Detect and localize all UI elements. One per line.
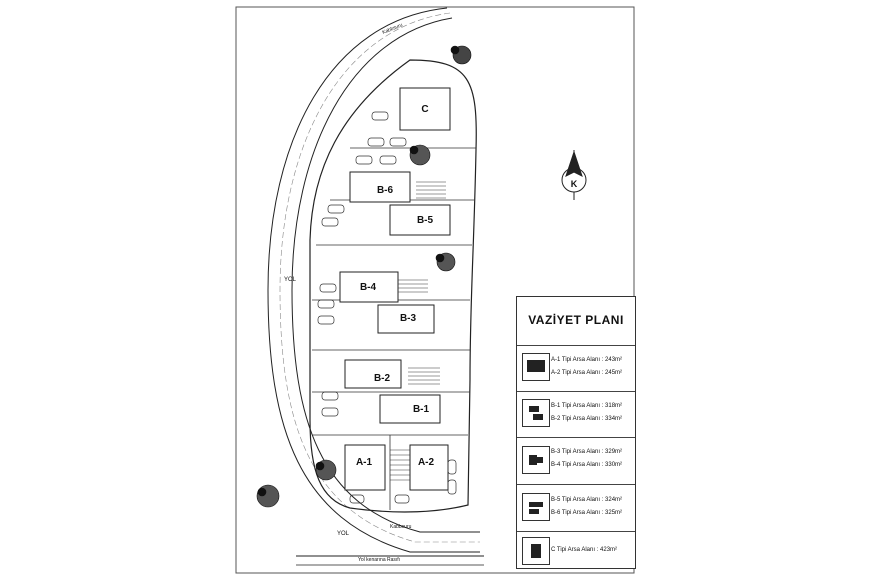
legend-text-b4: B-4 Tipi Arsa Alanı : 330m² — [551, 462, 623, 468]
building-label-b6: B-6 — [377, 185, 394, 196]
trees — [256, 45, 472, 508]
building-label-b3: B-3 — [400, 313, 417, 324]
legend-text-b1: B-1 Tipi Arsa Alanı : 318m² — [551, 403, 623, 409]
building-label-b1: B-1 — [413, 404, 430, 415]
legend-icon-b34 — [522, 446, 550, 474]
legend-row-c: C Tipi Arsa Alanı : 423m² — [517, 531, 635, 569]
legend-icon-a — [522, 353, 550, 381]
building-label-a1: A-1 — [356, 457, 373, 468]
legend-icon-b12 — [522, 399, 550, 427]
building-label-b2: B-2 — [374, 373, 391, 384]
legend-row-b34: B-3 Tipi Arsa Alanı : 329m² B-4 Tipi Ars… — [517, 437, 635, 485]
building-label-b4: B-4 — [360, 282, 377, 293]
road-centerline — [279, 12, 480, 543]
road-label-top: Kabbsuru — [382, 22, 404, 36]
road-label-lower: Yol kenarına Rasıfı — [358, 557, 400, 563]
legend-text-c: C Tipi Arsa Alanı : 423m² — [551, 547, 618, 553]
building-label-a2: A-2 — [418, 457, 435, 468]
road-outer-edge — [267, 7, 480, 553]
building-label-b5: B-5 — [417, 215, 434, 226]
legend-title: VAZİYET PLANI — [528, 313, 624, 327]
legend-icon-b56 — [522, 493, 550, 521]
north-arrow — [561, 150, 587, 200]
north-label: K — [571, 179, 578, 189]
road-label-bottom: YOL — [337, 531, 350, 537]
stair-hatches — [390, 181, 446, 481]
parking-cars — [317, 111, 457, 504]
legend-text-b5: B-5 Tipi Arsa Alanı : 324m² — [551, 497, 623, 503]
legend-row-b56: B-5 Tipi Arsa Alanı : 324m² B-6 Tipi Ars… — [517, 484, 635, 532]
legend-text-a1: A-1 Tipi Arsa Alanı : 243m² — [551, 357, 623, 363]
road-label-left: YOL — [284, 277, 297, 283]
building-label-c: C — [421, 104, 428, 115]
legend-text-a2: A-2 Tipi Arsa Alanı : 245m² — [551, 370, 623, 376]
road-inner-edge — [291, 17, 480, 533]
sheet-border — [235, 6, 635, 574]
legend-text-b6: B-6 Tipi Arsa Alanı : 325m² — [551, 510, 623, 516]
legend-row-a: A-1 Tipi Arsa Alanı : 243m² A-2 Tipi Ars… — [517, 345, 635, 392]
site-boundary — [309, 59, 477, 513]
legend-text-b3: B-3 Tipi Arsa Alanı : 329m² — [551, 449, 623, 455]
road-label-bottom-inner: Kabbsuru — [390, 524, 412, 530]
building-footprints — [339, 87, 451, 491]
legend-text-b2: B-2 Tipi Arsa Alanı : 334m² — [551, 416, 623, 422]
legend-icon-c — [522, 537, 550, 565]
legend-panel: VAZİYET PLANI A-1 Tipi Arsa Alanı : 243m… — [516, 296, 636, 569]
legend-row-b12: B-1 Tipi Arsa Alanı : 318m² B-2 Tipi Ars… — [517, 391, 635, 438]
